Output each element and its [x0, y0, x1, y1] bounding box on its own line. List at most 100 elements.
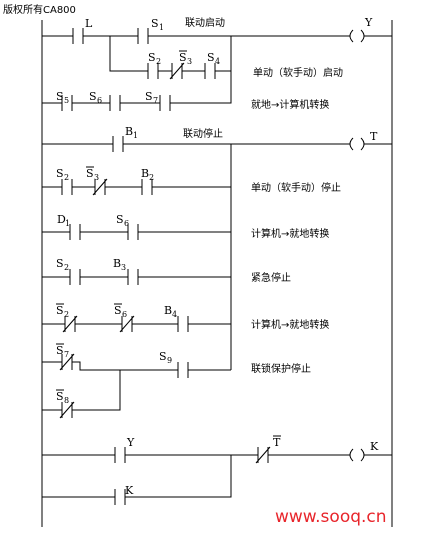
label-S2-b-sub: 2 [64, 173, 69, 182]
label-Y-main: Y [126, 436, 135, 449]
label-B1-sub: 1 [133, 131, 138, 140]
contact-S2-c [69, 269, 81, 285]
coil-Y [349, 29, 365, 43]
desc-local-to-computer: 就地→计算机转换 [251, 98, 329, 111]
contact-S5 [61, 95, 73, 111]
label-S6-a-main: S [89, 90, 97, 103]
label-S2-bar-sub: 2 [64, 310, 69, 319]
label-D1-main: D [57, 213, 66, 226]
contact-B4 [177, 316, 189, 332]
label-S2-a-sub: 2 [156, 57, 161, 66]
desc-computer-to-local-a: 计算机→就地转换 [251, 227, 329, 240]
label-T-bar: T [273, 435, 281, 449]
contact-S6-bar [119, 315, 135, 333]
wire [125, 455, 232, 498]
label-S6-b-sub: 6 [124, 219, 129, 228]
label-S4-sub: 4 [215, 57, 220, 66]
desc-linked-stop: 联动停止 [183, 127, 223, 140]
contact-S1 [137, 28, 149, 44]
wires [41, 20, 393, 527]
label-S6-bar-sub: 6 [122, 310, 127, 319]
label-S1-main: S [151, 17, 159, 30]
coil-label-Y: Y [364, 16, 373, 29]
label-S4-main: S [207, 51, 215, 64]
desc-emergency-stop: 紧急停止 [251, 271, 291, 284]
desc-linked-start: 联动启动 [185, 16, 225, 29]
contact-S6-a [109, 95, 121, 111]
label-S8-bar-main: S [56, 390, 64, 403]
label-S3-bar-a-main: S [179, 51, 187, 64]
label-S1-sub: 1 [159, 23, 164, 32]
label-S2-bar-main: S [56, 304, 64, 317]
contact-S2-bar [62, 315, 78, 333]
label-B4-sub: 4 [172, 310, 177, 319]
contact-B2 [141, 179, 153, 195]
label-S3-bar-a-sub: 3 [187, 57, 192, 66]
coil-K [349, 448, 365, 462]
label-S2-c-main: S [56, 257, 64, 270]
label-S7-a-main: S [145, 90, 153, 103]
label-B3-main: B [113, 257, 121, 270]
coil-T [349, 137, 365, 151]
contact-S9 [177, 362, 189, 378]
copyright-text: 版权所有CA800 [3, 3, 76, 16]
desc-single-stop: 单动（软手动）停止 [251, 181, 341, 194]
label-D1-sub: 1 [65, 219, 70, 228]
contact-L [72, 28, 84, 44]
label-S3-bar-b-sub: 3 [94, 173, 99, 182]
coil-label-K: K [370, 440, 379, 453]
label-B4-main: B [164, 304, 172, 317]
label-L: L [85, 17, 93, 30]
contact-S8-bar [59, 401, 75, 419]
label-B2-sub: 2 [149, 173, 154, 182]
label-S5-sub: 5 [64, 96, 69, 105]
watermark-text: www.sooq.cn [275, 507, 387, 527]
label-B2-main: B [141, 167, 149, 180]
desc-single-start: 单动（软手动）启动 [253, 66, 343, 79]
contact-T-bar [255, 446, 271, 464]
label-K: K [125, 484, 134, 497]
desc-interlock-stop: 联锁保护停止 [251, 362, 311, 375]
contact-K [114, 489, 126, 505]
label-S7-a-sub: 7 [153, 96, 158, 105]
label-S6-bar-main: S [114, 304, 122, 317]
desc-computer-to-local-b: 计算机→就地转换 [251, 318, 329, 331]
wire [72, 361, 178, 371]
label-S2-b-main: S [56, 167, 64, 180]
contact-B1 [112, 136, 124, 152]
contact-D1 [69, 224, 81, 240]
coil-label-T: T [370, 130, 378, 143]
label-B1-main: B [125, 125, 133, 138]
label-S5-main: S [56, 90, 64, 103]
contact-S7-bar [59, 353, 75, 371]
wire [109, 36, 148, 72]
contact-S6-b [127, 224, 139, 240]
label-Y: Y [126, 436, 135, 449]
label-S9-sub: 9 [167, 356, 172, 365]
label-S2-a-main: S [148, 51, 156, 64]
label-S7-bar-sub: 7 [64, 350, 69, 359]
contact-S3-bar-a [169, 62, 185, 80]
ladder-elements [59, 28, 365, 505]
